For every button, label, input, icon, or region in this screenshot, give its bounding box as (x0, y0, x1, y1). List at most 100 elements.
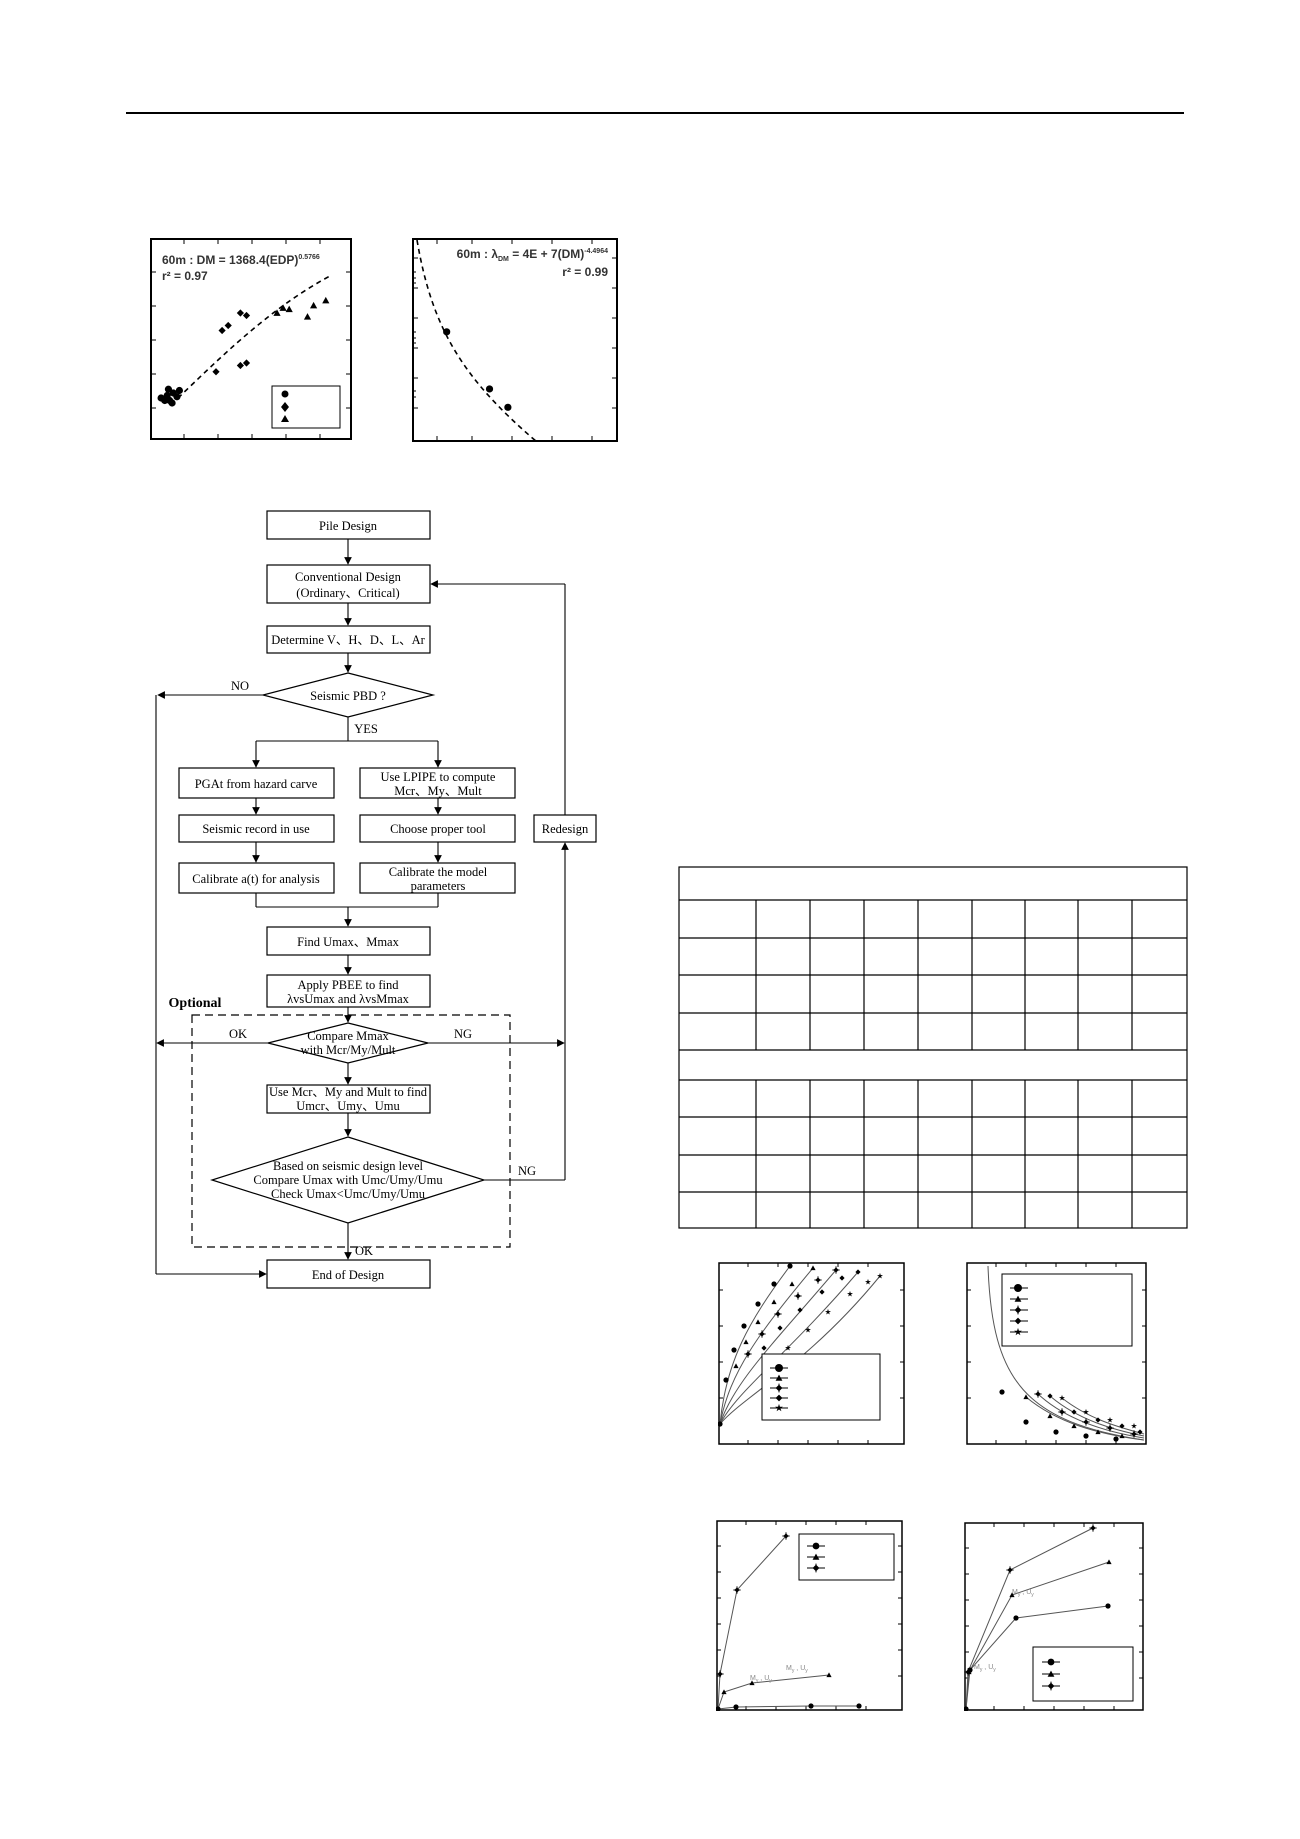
point-circle (485, 385, 494, 393)
curve-marker-triangle (771, 1299, 777, 1305)
curve-marker-star (1131, 1422, 1137, 1429)
curve-marker-triangle (749, 1680, 755, 1686)
table-frame (678, 866, 1188, 1229)
curve-marker-triangle (1009, 1592, 1015, 1598)
ok2-label: OK (355, 1244, 373, 1258)
curve-marker-circle (1013, 1615, 1019, 1621)
axis-ticks (965, 1523, 1143, 1710)
seismic-pbd-text: Seismic PBD ? (310, 689, 386, 703)
use-m-text-1: Use Mcr、My and Mult to find (269, 1085, 428, 1099)
chart-r2: r² = 0.99 (562, 265, 608, 279)
curve-marker-cross-diamond-cross (1089, 1524, 1097, 1532)
plot-frame (716, 1520, 903, 1711)
conventional-text-2: (Ordinary、Critical) (296, 586, 399, 600)
point-diamond (212, 368, 220, 376)
curve-marker-circle (1113, 1436, 1119, 1442)
decreasing-curves-chart (966, 1262, 1147, 1445)
axis-ticks (413, 239, 617, 441)
my-uy-label-2: My , Uy (786, 1665, 808, 1674)
end-box (266, 1259, 431, 1289)
curve-marker-circle (787, 1263, 793, 1269)
point-triangle (322, 296, 330, 304)
curve-marker-cross-diamond-cross (1130, 1430, 1138, 1438)
curve-marker-triangle (755, 1319, 761, 1325)
curve-marker-triangle (743, 1339, 749, 1345)
dm-edp-chart: 60m : DM = 1368.4(EDP)0.5766 r² = 0.97 (150, 238, 352, 440)
pbee-text-1: Apply PBEE to find (297, 978, 399, 992)
based-text-1: Based on seismic design level (273, 1159, 423, 1173)
point-diamond (218, 326, 226, 335)
curve-marker-triangle (1106, 1559, 1112, 1565)
curve-marker-circle (723, 1377, 729, 1383)
point-diamond (236, 309, 244, 317)
curve-marker-star (1083, 1408, 1089, 1415)
curve-marker-circle (733, 1704, 739, 1710)
calibrate-model-text-1: Calibrate the model (389, 865, 488, 879)
curve-marker-cross-diamond-cross (782, 1532, 790, 1540)
curve-marker-star (825, 1308, 831, 1315)
data-table (678, 866, 1188, 1229)
redesign-text: Redesign (542, 822, 589, 836)
header-rule (126, 112, 1184, 114)
legend-entries (1042, 1658, 1060, 1691)
point-circle (168, 399, 176, 407)
curve-marker-diamond (839, 1275, 845, 1281)
curve-marker-circle (999, 1389, 1005, 1395)
curve-marker-triangle (826, 1672, 832, 1678)
legend-box (761, 1353, 881, 1421)
axis-ticks (717, 1521, 902, 1710)
curve-marker-diamond (797, 1307, 803, 1313)
lambda-dm-chart: 60m : λDM = 4E + 7(DM)-4.4964 r² = 0.99 (412, 238, 618, 442)
find-u-text: Find Umax、Mmax (297, 935, 399, 949)
yes-label: YES (354, 722, 378, 736)
compare-text-1: Compare Mmax (307, 1029, 389, 1043)
legend-marker-circle (1014, 1284, 1022, 1292)
legend-marker-triangle (1047, 1670, 1055, 1677)
legend-marker-cross-diamond-cross (1013, 1305, 1023, 1315)
plot-frame (412, 238, 618, 442)
curve-marker-star (1059, 1394, 1065, 1401)
legend-marker-cross-diamond-cross (774, 1383, 784, 1393)
point-diamond (224, 321, 232, 330)
axis-ticks (719, 1263, 904, 1444)
legend-marker-circle (281, 390, 289, 398)
trend-line (177, 275, 331, 399)
data-points (157, 296, 330, 407)
compare-text-2: with Mcr/My/Mult (301, 1043, 396, 1057)
legend-marker-star (1014, 1327, 1022, 1336)
moment-displacement-chart-2: My , Uy My , Uy (964, 1522, 1144, 1711)
point-triangle (273, 309, 281, 316)
use-m-text-2: Umcr、Umy、Umu (296, 1099, 400, 1113)
curve-marker-triangle (733, 1363, 739, 1369)
curve-marker-cross-diamond-cross (1034, 1390, 1042, 1398)
point-triangle (285, 305, 293, 313)
curve-marker-cross-diamond-cross (1058, 1408, 1066, 1416)
legend-marker-star (775, 1403, 783, 1412)
point-triangle (303, 313, 312, 320)
curve-marker-circle (1105, 1603, 1111, 1609)
no-label: NO (231, 679, 249, 693)
curve-marker-cross-diamond-cross (733, 1586, 741, 1594)
axis-ticks (967, 1263, 1146, 1444)
legend-marker-triangle (1014, 1295, 1022, 1302)
point-circle (175, 386, 183, 395)
legend-entries (807, 1542, 825, 1573)
legend-entries (770, 1364, 788, 1412)
legend-marker-circle (812, 1542, 820, 1550)
curve-marker-triangle (789, 1281, 795, 1287)
my-uy-label-3: My , Uy (1012, 1589, 1034, 1598)
choose-tool-text: Choose proper tool (390, 822, 486, 836)
end-text: End of Design (312, 1268, 385, 1282)
curve-marker-triangle (1047, 1413, 1053, 1419)
ng-label: NG (454, 1027, 472, 1041)
ng2-label: NG (518, 1164, 536, 1178)
curve-marker-diamond (777, 1325, 783, 1331)
pbee-text-2: λvsUmax and λvsMmax (287, 992, 410, 1006)
chart-r2: r² = 0.97 (162, 269, 208, 283)
calibrate-a-text: Calibrate a(t) for analysis (192, 872, 320, 886)
legend-marker-cross-diamond-cross (811, 1563, 821, 1573)
pile-design-text: Pile Design (319, 519, 378, 533)
legend-marker-circle (775, 1364, 783, 1372)
point-circle (164, 385, 173, 393)
curve-marker-triangle (721, 1689, 727, 1695)
